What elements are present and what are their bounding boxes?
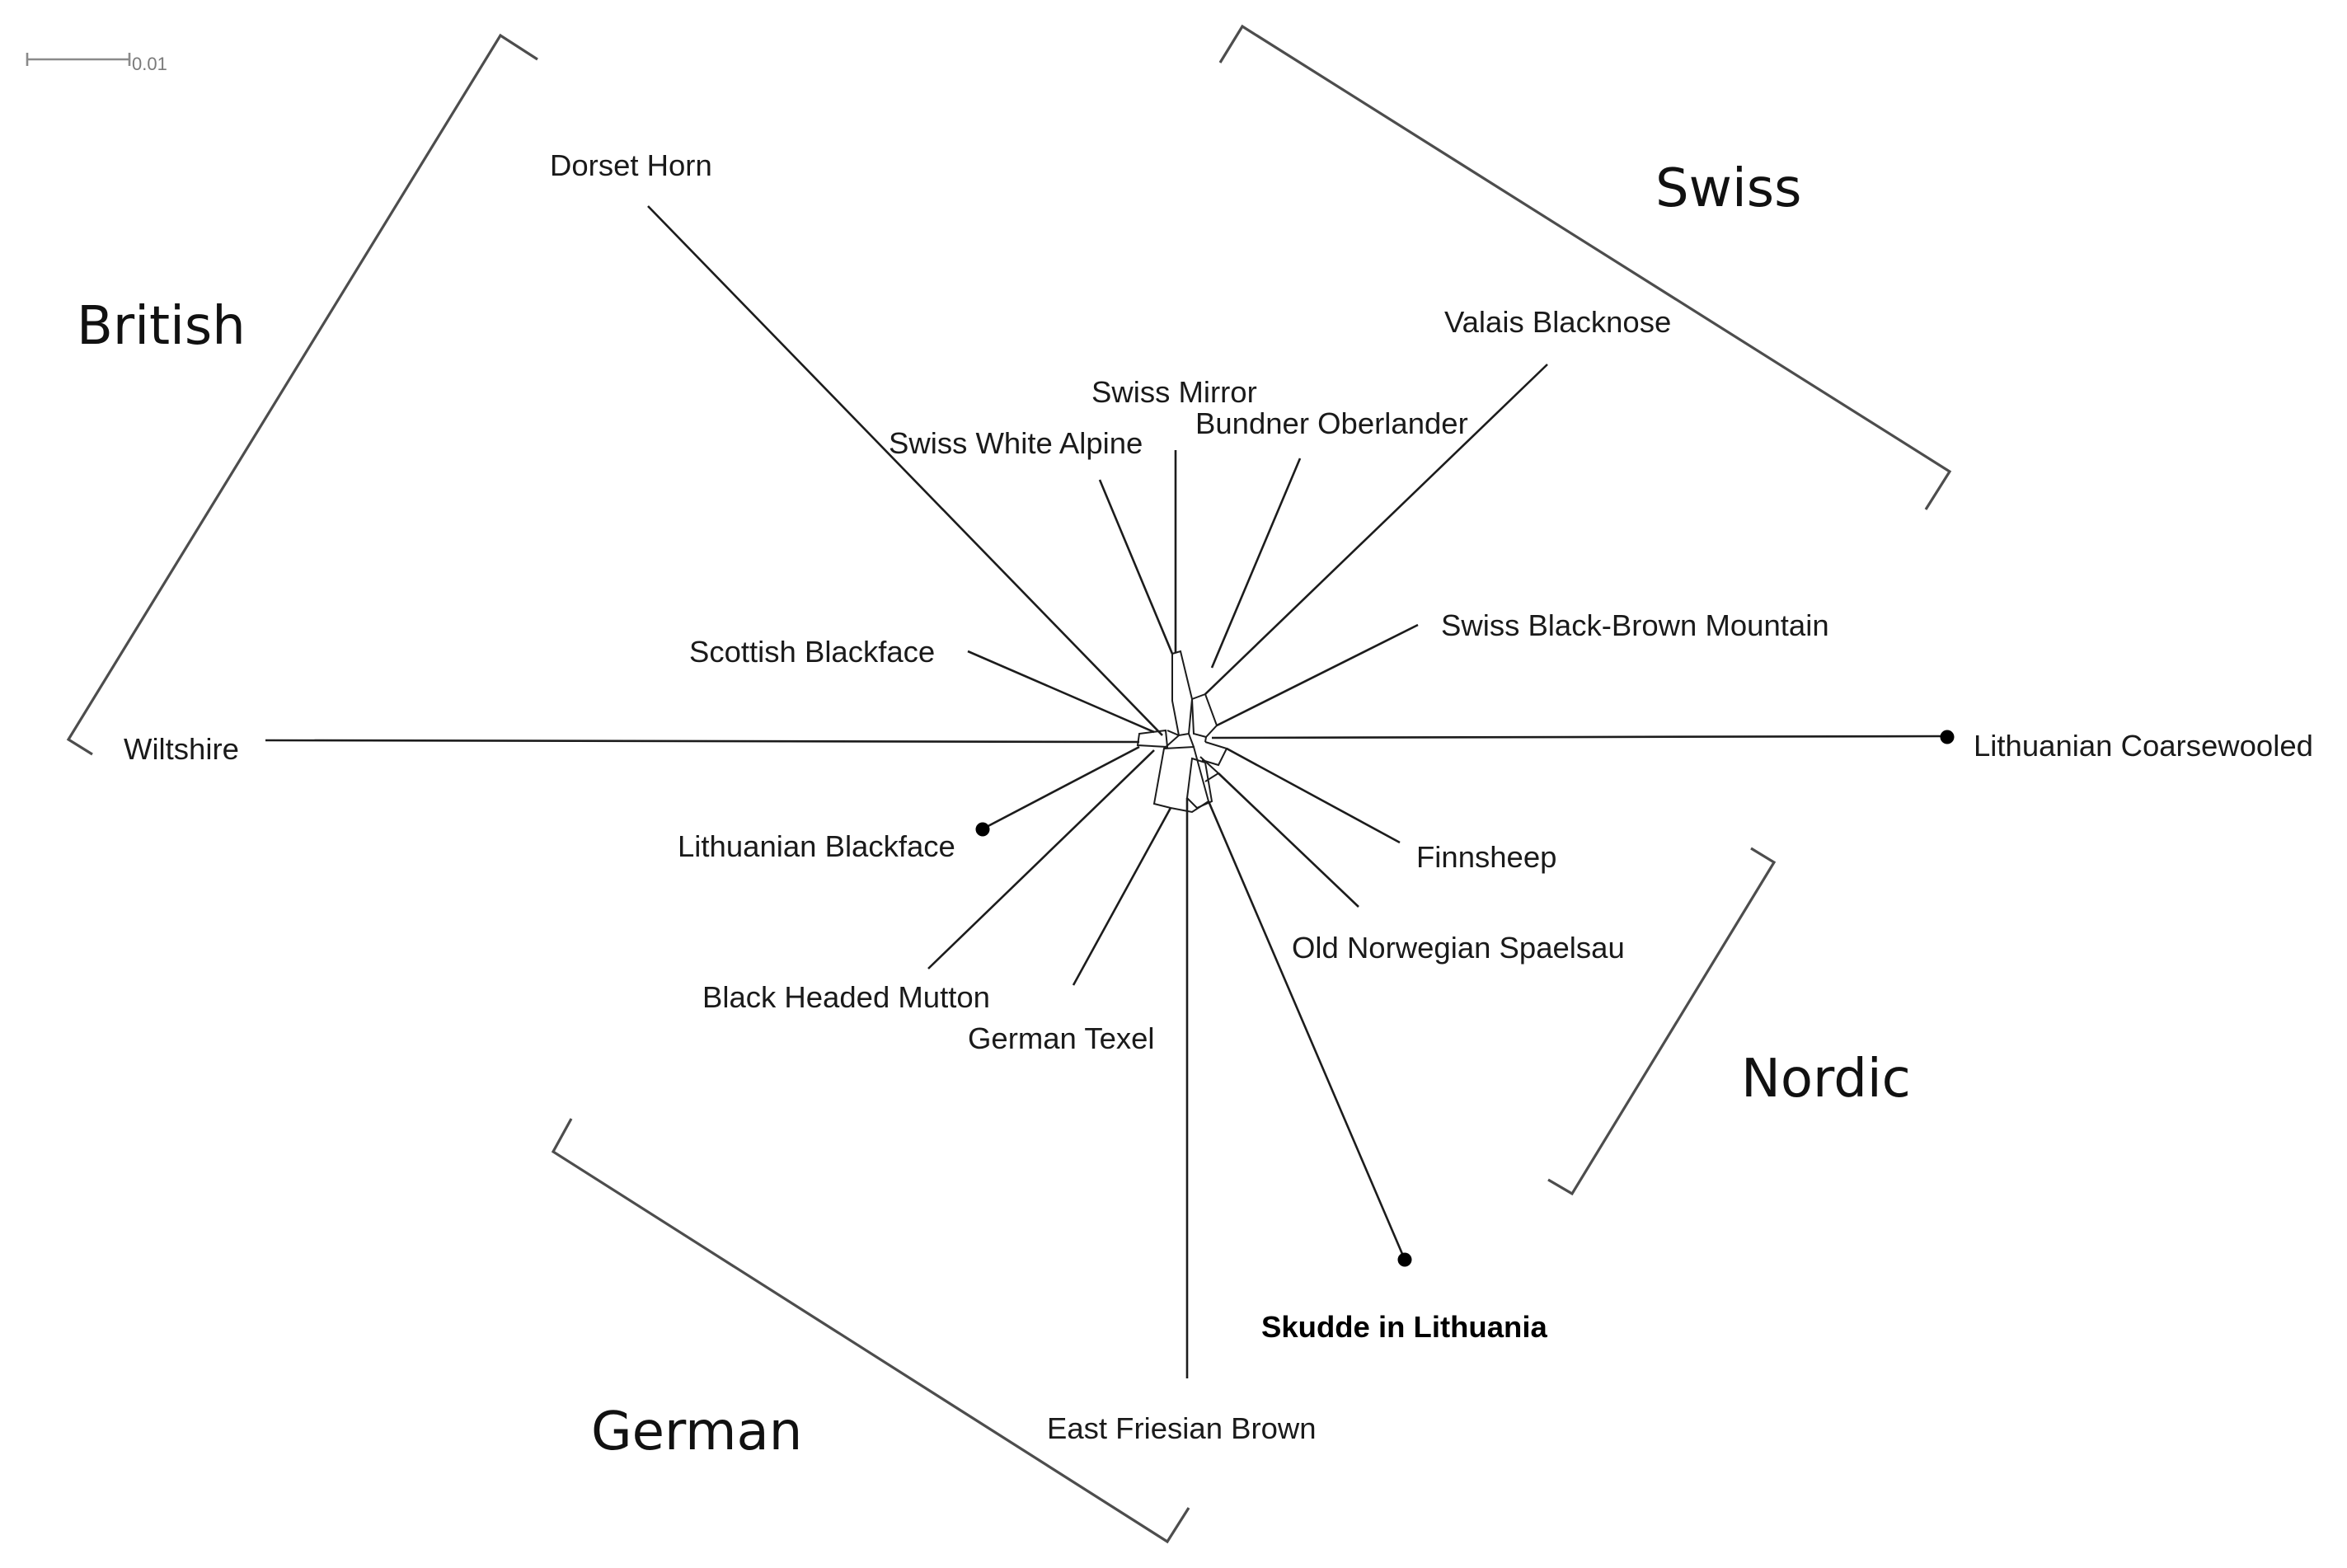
label-skudde-in-lithuania: Skudde in Lithuania	[1261, 1310, 1547, 1344]
branch-scottish-blackface	[967, 650, 1155, 734]
group-label-british: British	[77, 296, 246, 357]
label-bundner-oberlander: Bundner Oberlander	[1195, 406, 1468, 440]
branch-swiss-black-brown-mountain	[1216, 623, 1419, 727]
center-web-right	[1190, 692, 1218, 739]
label-german-texel: German Texel	[968, 1021, 1155, 1055]
branches	[265, 205, 1946, 1378]
german-bracket	[551, 1118, 1190, 1544]
label-east-friesian-brown: East Friesian Brown	[1047, 1411, 1317, 1445]
network-center	[1136, 650, 1228, 814]
label-black-headed-mutton: Black Headed Mutton	[702, 980, 990, 1014]
branch-bundner-oberlander	[1210, 458, 1302, 669]
group-label-nordic: Nordic	[1741, 1049, 1911, 1110]
marker-lithuanian-blackface	[975, 822, 990, 837]
center-web-finn	[1201, 741, 1228, 767]
label-swiss-white-alpine: Swiss White Alpine	[889, 426, 1143, 460]
label-scottish-blackface: Scottish Blackface	[689, 635, 935, 669]
marker-skudde-in-lithuania	[1397, 1252, 1412, 1267]
branch-old-norwegian-spaelsau	[1218, 772, 1359, 908]
label-dorset-horn: Dorset Horn	[550, 148, 712, 182]
nordic-bracket	[1547, 847, 1777, 1196]
group-label-german: German	[591, 1401, 802, 1462]
breed-labels: Dorset Horn Swiss Mirror Bundner Oberlan…	[124, 148, 2313, 1445]
scale-bar-label: 0.01	[132, 54, 167, 74]
branch-wiltshire	[265, 739, 1140, 744]
branch-german-texel	[1072, 807, 1172, 986]
label-finnsheep: Finnsheep	[1416, 840, 1556, 874]
branch-dorset-horn	[647, 205, 1163, 736]
branch-lithuanian-coarsewooled	[1211, 735, 1946, 739]
british-bracket	[66, 33, 538, 756]
marker-lithuanian-coarsewooled	[1940, 730, 1955, 744]
sample-markers	[975, 730, 1955, 1267]
center-web-upper	[1171, 650, 1194, 737]
branch-finnsheep	[1226, 747, 1401, 844]
label-lithuanian-coarsewooled: Lithuanian Coarsewooled	[1974, 729, 2313, 763]
scale-bar: 0.01	[26, 53, 167, 74]
label-lithuanian-blackface: Lithuanian Blackface	[678, 829, 955, 863]
branch-black-headed-mutton	[927, 749, 1155, 969]
swiss-bracket	[1218, 24, 1952, 510]
center-web-left	[1136, 729, 1169, 749]
center-web-eastfriesian	[1185, 757, 1213, 810]
label-old-norwegian-spaelsau: Old Norwegian Spaelsau	[1292, 931, 1625, 965]
label-wiltshire: Wiltshire	[124, 732, 239, 766]
label-valais-blacknose: Valais Blacknose	[1444, 305, 1671, 339]
group-label-swiss: Swiss	[1655, 158, 1801, 219]
branch-valais-blacknose	[1204, 364, 1548, 695]
branch-skudde-in-lithuania	[1207, 800, 1406, 1261]
label-swiss-black-brown-mountain: Swiss Black-Brown Mountain	[1441, 608, 1829, 642]
center-web-lower	[1152, 745, 1210, 814]
group-brackets	[66, 24, 1952, 1544]
group-labels: British Swiss Nordic German	[77, 158, 1911, 1462]
branch-lithuanian-blackface	[981, 745, 1140, 831]
branch-swiss-white-alpine	[1098, 479, 1174, 655]
label-swiss-mirror: Swiss Mirror	[1091, 375, 1257, 409]
